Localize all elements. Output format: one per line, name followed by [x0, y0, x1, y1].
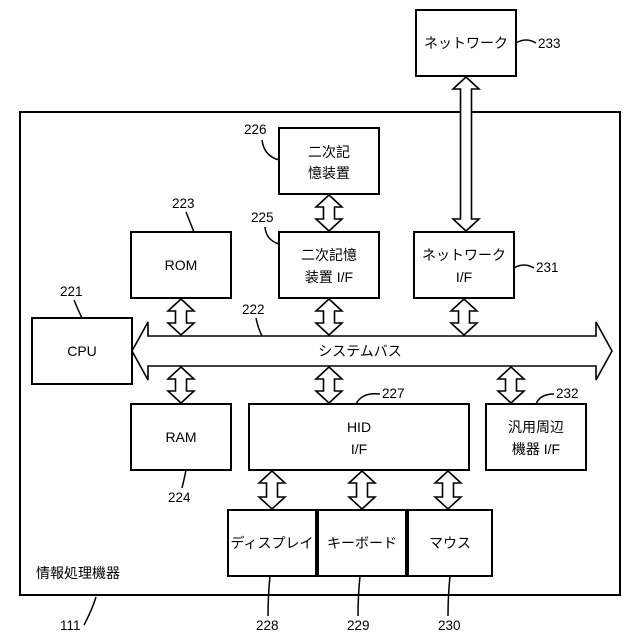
storage-connector-arrow [316, 195, 342, 231]
network-leader [516, 40, 536, 43]
ram-leader [182, 470, 186, 488]
general-if-leader [536, 394, 554, 404]
display-ref: 228 [256, 618, 279, 633]
general-if-line1: 汎用周辺 [508, 419, 564, 435]
keyboard-label: キーボード [327, 535, 397, 551]
storage-if-bus-arrow [316, 299, 342, 335]
display-hid-arrow [259, 471, 285, 509]
network-if-box [414, 232, 514, 298]
general-if-ref: 232 [556, 386, 579, 401]
storage-if-leader [265, 227, 279, 244]
display-label: ディスプレイ [230, 535, 313, 551]
rom-label: ROM [165, 257, 198, 273]
rom-bus-arrow [168, 299, 194, 335]
network-if-line2: I/F [456, 269, 472, 285]
hid-if-line2: I/F [351, 441, 367, 457]
rom-ref: 223 [172, 196, 195, 211]
general-if-box [486, 404, 586, 470]
mouse-hid-arrow [435, 471, 461, 509]
secondary-storage-line1: 二次記 [308, 144, 350, 160]
cpu-ref: 221 [60, 284, 83, 299]
general-if-line2: 機器 I/F [512, 441, 560, 457]
network-if-line1: ネットワーク [422, 247, 506, 263]
storage-if-line1: 二次記憶 [301, 247, 357, 263]
mouse-ref: 230 [438, 618, 461, 633]
keyboard-ref: 229 [347, 618, 370, 633]
network-if-bus-arrow [451, 299, 477, 335]
hid-if-leader [356, 394, 380, 404]
network-connector-arrow [453, 77, 479, 231]
ram-bus-arrow [168, 367, 194, 403]
device-leader [84, 597, 96, 625]
ram-label: RAM [165, 429, 196, 445]
keyboard-hid-arrow [349, 471, 375, 509]
system-bus-label: システムバス [318, 343, 402, 359]
network-ref: 233 [538, 36, 561, 51]
hid-bus-arrow [316, 367, 342, 403]
storage-if-box [279, 232, 379, 298]
hid-if-line1: HID [347, 419, 371, 435]
system-bus-ref: 222 [242, 302, 265, 317]
system-bus-leader [256, 318, 262, 336]
device-ref: 111 [60, 618, 81, 633]
ram-ref: 224 [168, 490, 191, 505]
cpu-label: CPU [67, 343, 97, 359]
cpu-leader [74, 300, 82, 318]
storage-if-ref: 225 [251, 210, 274, 225]
rom-leader [186, 212, 194, 232]
secondary-storage-ref: 226 [244, 122, 267, 137]
network-if-leader [514, 265, 534, 268]
secondary-storage-line2: 憶装置 [308, 165, 350, 181]
network-if-ref: 231 [536, 260, 559, 275]
mouse-label: マウス [429, 535, 471, 551]
device-label: 情報処理機器 [36, 565, 120, 581]
secondary-storage-box [279, 128, 379, 194]
general-if-bus-arrow [498, 367, 524, 403]
storage-if-line2: 装置 I/F [305, 269, 353, 285]
network-label: ネットワーク [424, 35, 508, 51]
hid-if-box [249, 404, 469, 470]
hid-if-ref: 227 [382, 386, 405, 401]
secondary-storage-leader [262, 140, 279, 160]
